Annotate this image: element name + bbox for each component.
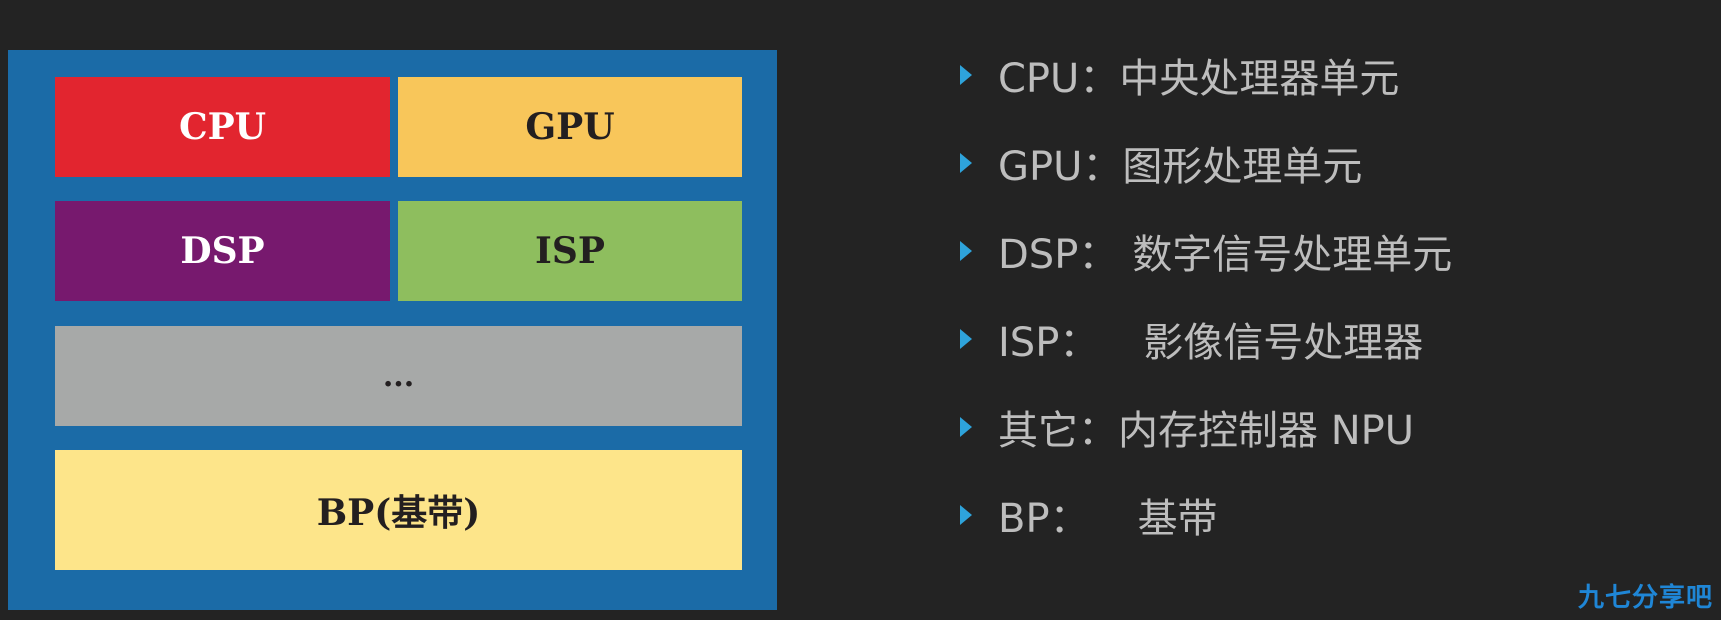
dsp-block: DSP — [55, 201, 390, 301]
triangle-bullet-icon — [960, 241, 972, 261]
site-watermark: 九七分享吧 — [1577, 583, 1713, 613]
legend-item-gpu: GPU： 图形处理单元 — [960, 138, 1362, 190]
triangle-bullet-icon — [960, 65, 972, 85]
legend-item-other: 其它： 内存控制器 NPU — [960, 402, 1414, 454]
legend-description: 图形处理单元 — [1122, 144, 1363, 190]
legend-term: BP： — [998, 496, 1090, 542]
other-units-block: ... — [55, 326, 742, 426]
isp-block: ISP — [398, 201, 742, 301]
triangle-bullet-icon — [960, 153, 972, 173]
legend-term: DSP： — [998, 232, 1119, 278]
legend-item-cpu: CPU： 中央处理器单元 — [960, 50, 1399, 102]
legend-description: 基带 — [1137, 496, 1218, 542]
legend-item-isp: ISP： 影像信号处理器 — [960, 314, 1423, 366]
baseband-block: BP(基带) — [55, 450, 742, 570]
cpu-block: CPU — [55, 77, 390, 177]
legend-term: GPU： — [998, 144, 1123, 190]
legend-description: 影像信号处理器 — [1143, 320, 1424, 366]
legend-term: CPU： — [998, 56, 1120, 102]
triangle-bullet-icon — [960, 329, 972, 349]
triangle-bullet-icon — [960, 505, 972, 525]
legend-description: 中央处理器单元 — [1119, 56, 1400, 102]
legend-item-bp: BP： 基带 — [960, 490, 1218, 542]
legend-item-dsp: DSP： 数字信号处理单元 — [960, 226, 1452, 278]
legend-description: 内存控制器 NPU — [1118, 408, 1415, 454]
triangle-bullet-icon — [960, 417, 972, 437]
legend-term: 其它： — [998, 408, 1118, 454]
soc-diagram-panel: CPU GPU DSP ISP ... BP(基带) — [8, 50, 777, 610]
gpu-block: GPU — [398, 77, 742, 177]
legend-description: 数字信号处理单元 — [1132, 232, 1453, 278]
legend-term: ISP： — [998, 320, 1100, 366]
